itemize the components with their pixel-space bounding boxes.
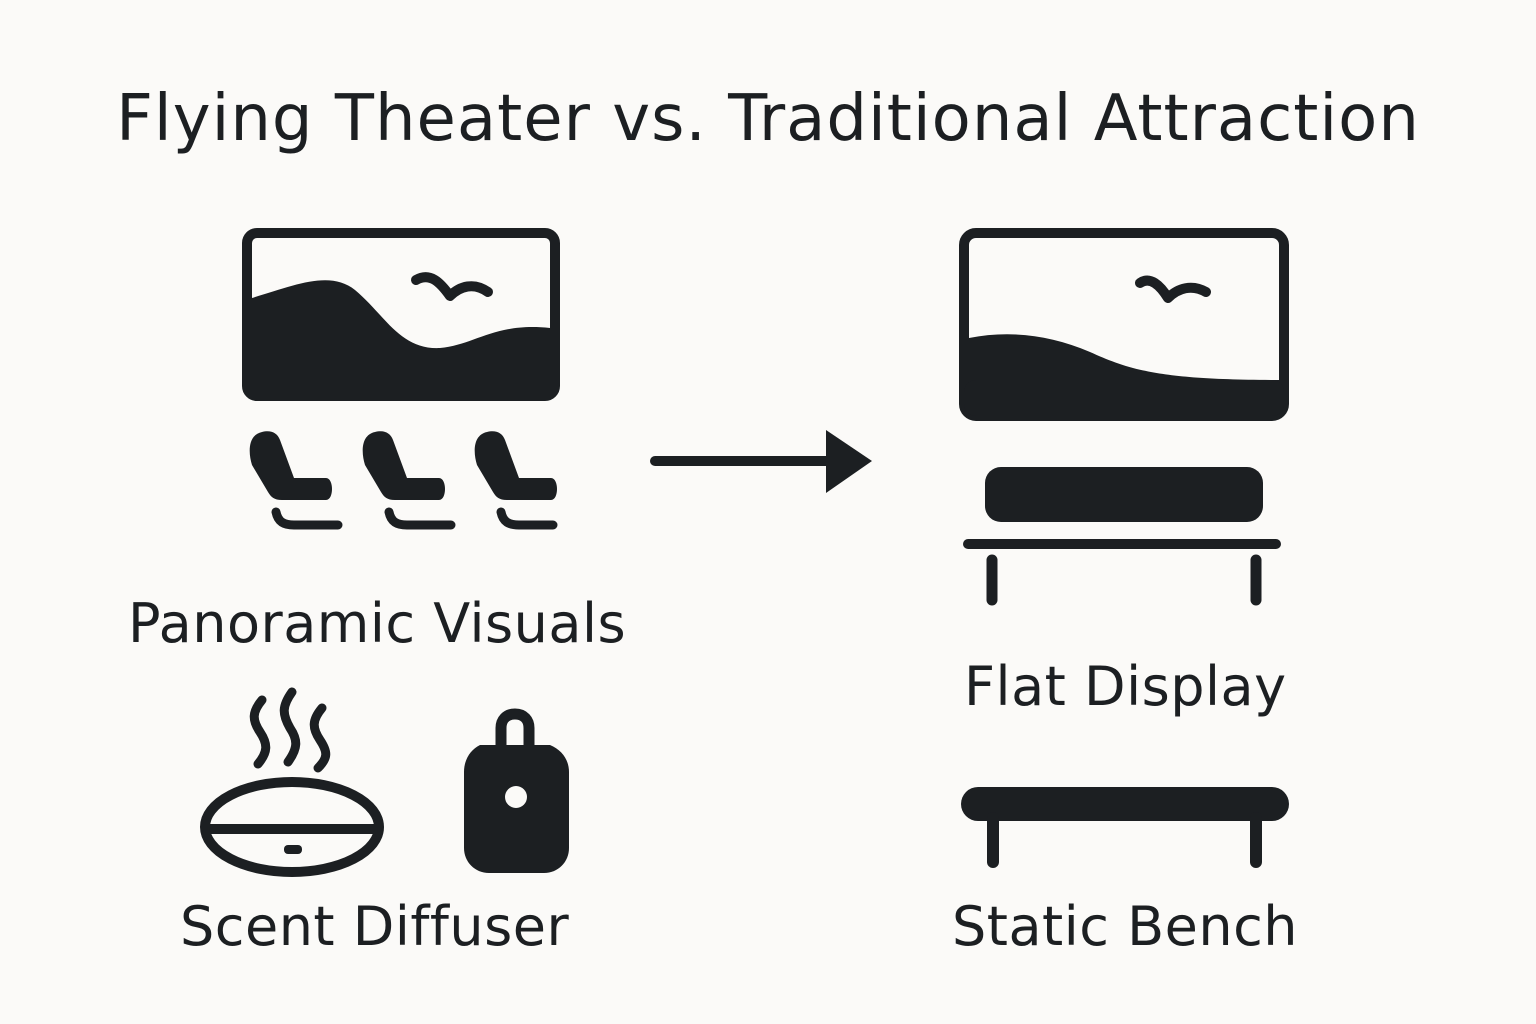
arrow-right-icon xyxy=(650,430,872,493)
static-bench-label: Static Bench xyxy=(952,895,1298,958)
motion-seat-icon xyxy=(249,431,558,530)
seat-1 xyxy=(249,431,343,530)
seat-3 xyxy=(474,431,558,530)
panoramic-visuals-label: Panoramic Visuals xyxy=(128,592,627,655)
scent-diffuser-icon xyxy=(200,687,384,877)
diffuser-bottle-icon xyxy=(464,708,569,873)
flat-display-label: Flat Display xyxy=(964,655,1287,718)
flat-display-icon xyxy=(959,228,1289,421)
padded-bench-icon xyxy=(963,467,1281,606)
panoramic-screen-icon xyxy=(242,228,560,401)
page-title: Flying Theater vs. Traditional Attractio… xyxy=(116,82,1420,156)
static-bench-icon xyxy=(961,787,1289,868)
seat-2 xyxy=(362,431,456,530)
scent-diffuser-label: Scent Diffuser xyxy=(180,895,570,958)
